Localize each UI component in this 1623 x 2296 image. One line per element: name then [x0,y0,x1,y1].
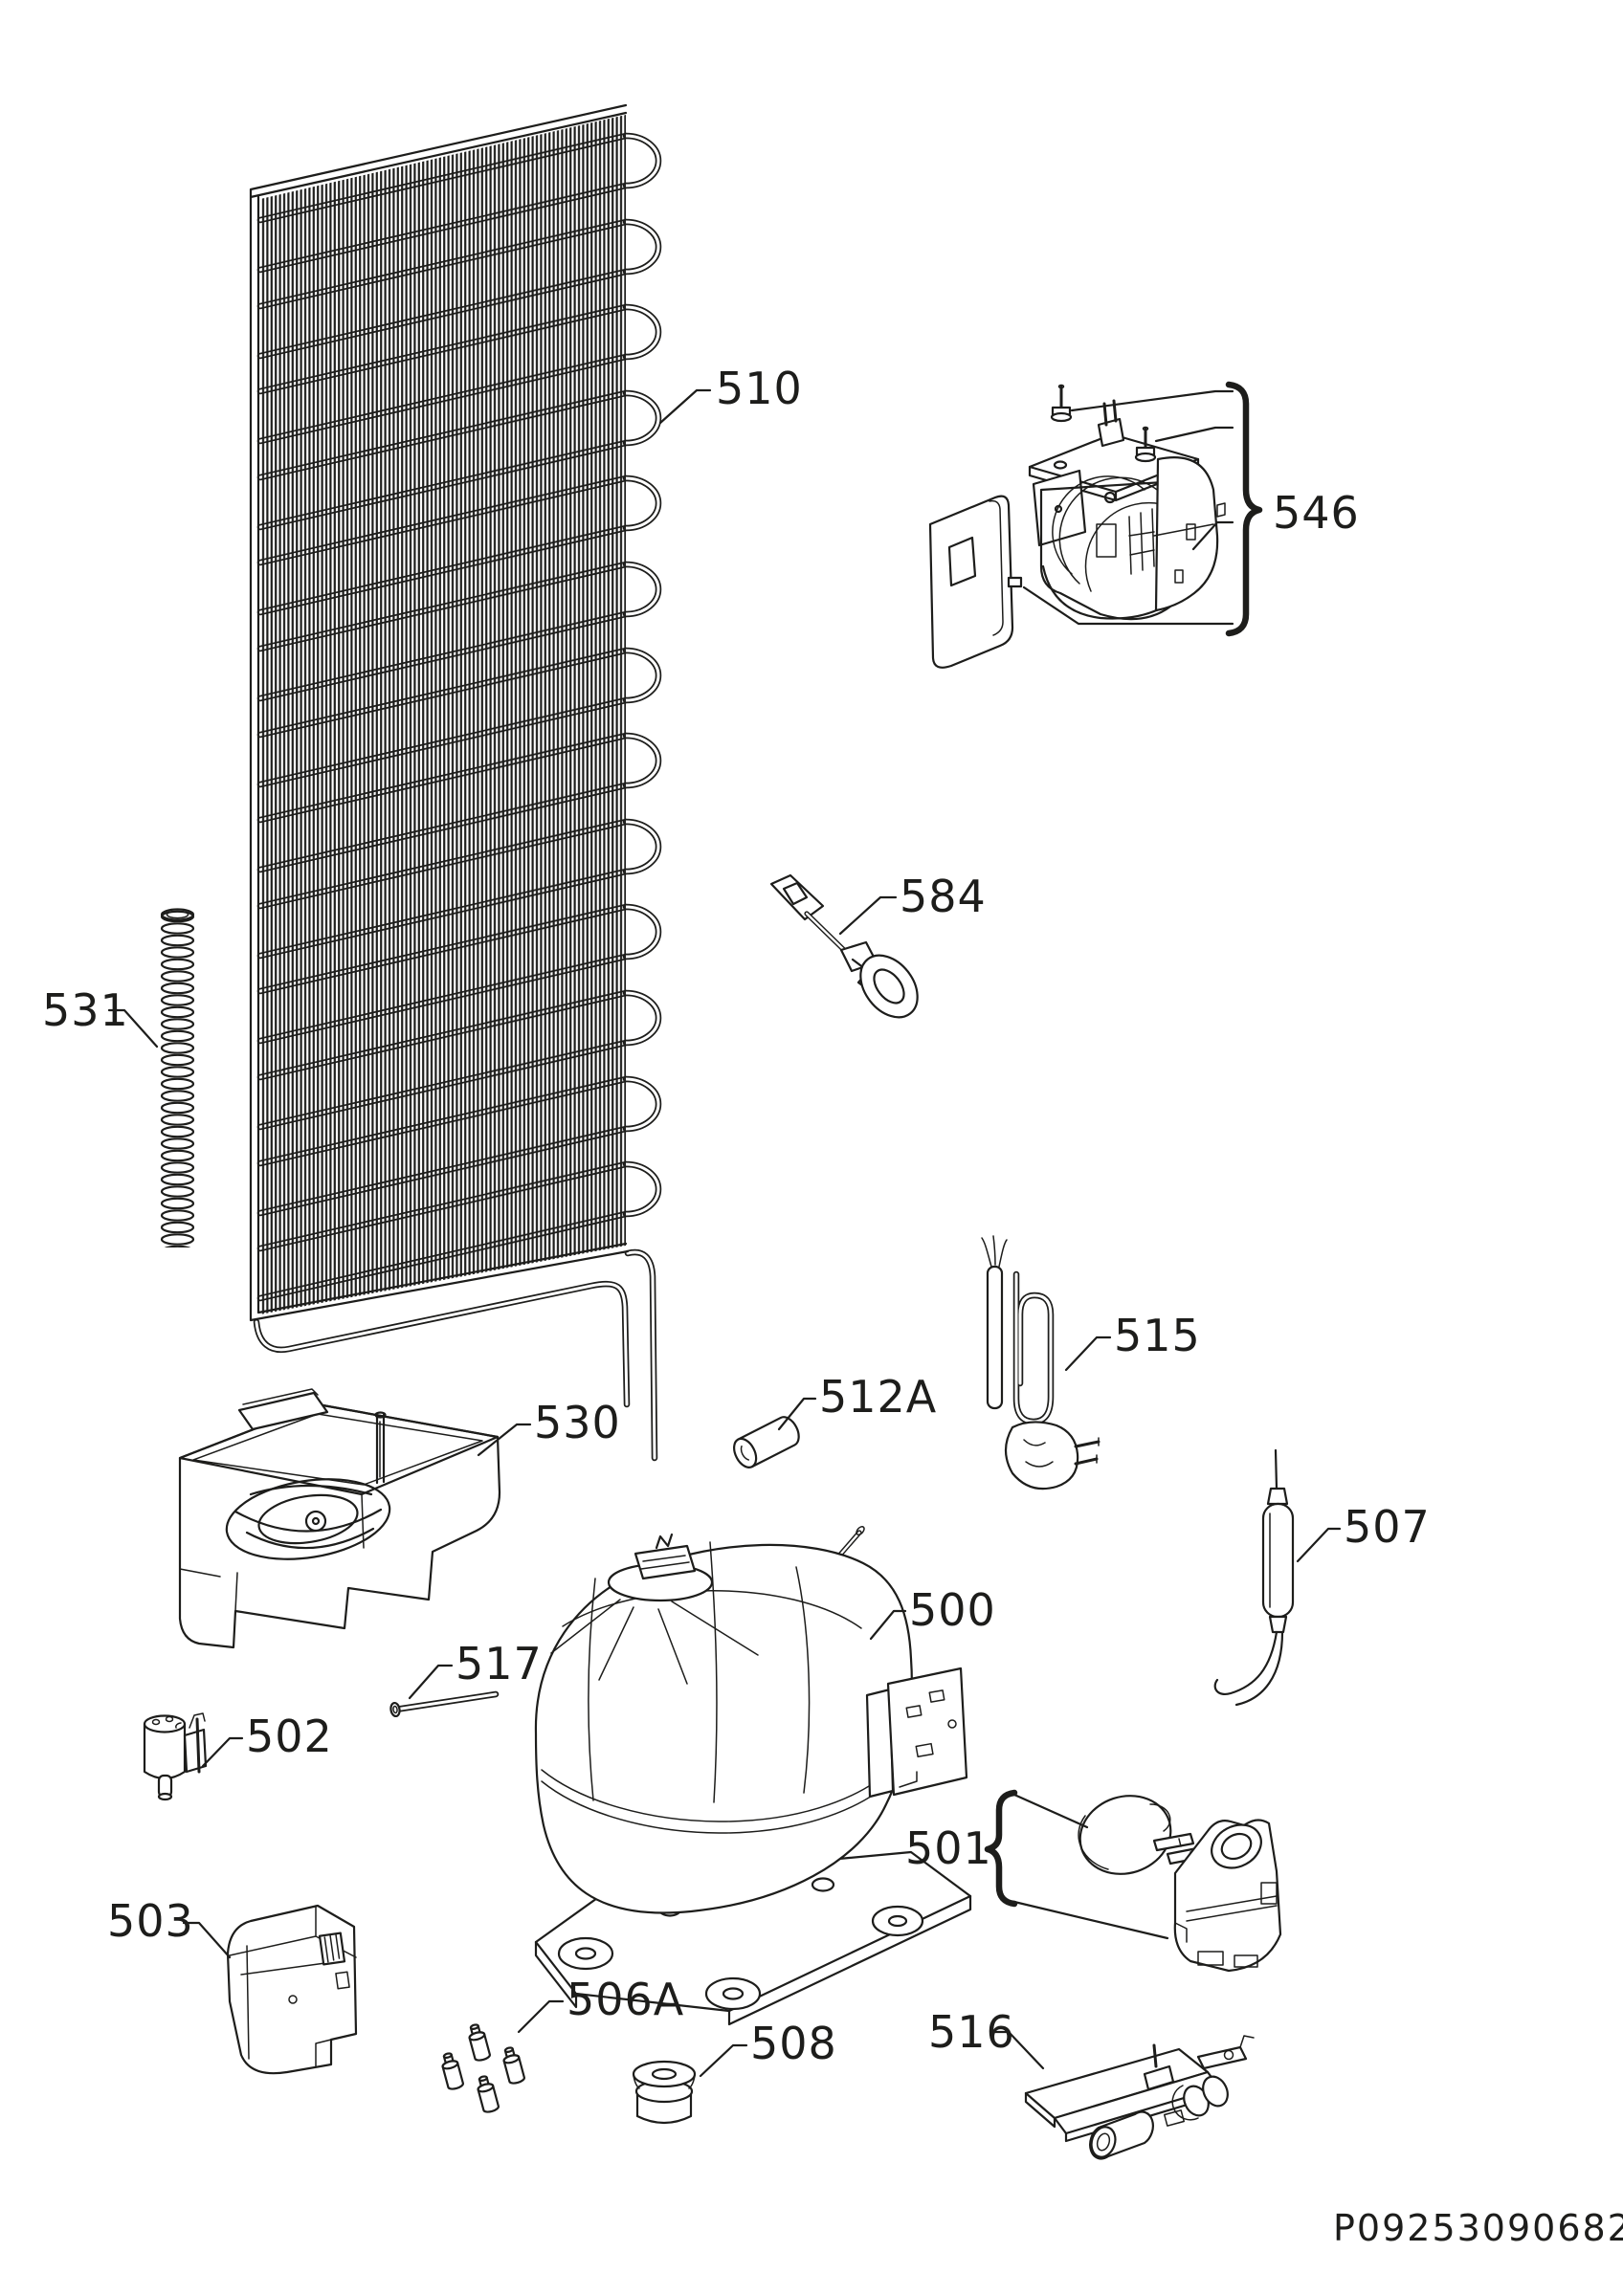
callout-500-label: 500 [909,1584,996,1636]
callout-512A-label: 512A [819,1371,937,1423]
drain-heater-515 [981,1235,1101,1490]
overload-protector [1078,1795,1207,1875]
callout-507-label: 507 [1344,1501,1431,1553]
callout-516-leader [991,2030,1045,2070]
callout-546-leader [1154,426,1234,443]
coupling-sleeve-512a [733,1416,800,1468]
document-number: P09253090682 [1333,2207,1623,2249]
start-relay-group-501 [1078,1795,1282,1973]
callout-510-label: 510 [716,363,803,414]
mounting-pins-506a [438,2021,526,2115]
start-relay [1173,1819,1282,1973]
grommet-508 [632,2060,697,2125]
condenser-wire-grid [260,115,626,1314]
callout-584-leader [838,895,898,936]
mounting-screw [1134,426,1157,463]
compressor-500 [534,1526,972,2026]
callout-546-label: 546 [1273,487,1360,539]
callout-515-label: 515 [1114,1310,1201,1361]
callout-517-label: 517 [456,1638,543,1689]
callout-512A-leader [777,1397,817,1431]
thermostat-body [1028,399,1226,621]
callout-502-label: 502 [246,1711,333,1762]
callout-503-leader [182,1921,232,1959]
mounting-screw [1050,384,1073,423]
callouts: 510 546 531 584 530 512A 515 507 500 501… [42,363,1431,2078]
callout-546-leader [1191,520,1234,551]
callout-501-label: 501 [905,1822,992,1874]
callout-500-leader [869,1609,907,1641]
filter-drier-507 [1213,1448,1295,1707]
compressor-terminal-cover [865,1667,968,1799]
callout-506A-leader [517,1999,565,2034]
callout-501-leader [1012,1793,1089,1829]
callout-584-label: 584 [900,871,987,922]
condenser-inlet-tube [624,1248,658,1462]
tube-bracket-516 [1024,2035,1255,2160]
callout-503-label: 503 [107,1895,194,1947]
callout-546-leader [1022,585,1234,626]
callout-530-leader [477,1423,532,1457]
curly-brace-501 [984,1789,1018,1908]
callout-515-leader [1064,1336,1112,1372]
callout-508-label: 508 [750,2018,837,2069]
callout-530-label: 530 [534,1397,621,1448]
callout-502-leader [201,1736,244,1768]
callout-506A-label: 506A [567,1974,684,2025]
thermostat-assembly-546 [928,384,1226,669]
capillary-tube-517 [389,1690,500,1718]
defrost-tool-584 [769,873,919,1019]
callout-546-leader [1070,389,1234,412]
callout-501-leader [1012,1900,1169,1940]
callout-510-leader [658,388,712,425]
callout-507-leader [1296,1527,1342,1563]
callout-508-leader [699,2043,748,2078]
callout-517-leader [408,1664,454,1700]
condenser-frame [249,103,630,1322]
callout-516-label: 516 [928,2006,1015,2058]
callout-531-label: 531 [42,984,129,1036]
water-valve-502 [143,1712,208,1801]
curly-brace-546 [1225,381,1263,637]
callout-531-leader [107,1008,159,1049]
thermostat-cover-plate [928,495,1023,669]
condenser-coil-510 [249,103,662,1462]
drain-pan-530 [178,1388,501,1649]
terminal-cover-503 [226,1904,358,2075]
condenser-return-bends [622,132,662,1218]
coil-spring-531 [160,908,195,1247]
